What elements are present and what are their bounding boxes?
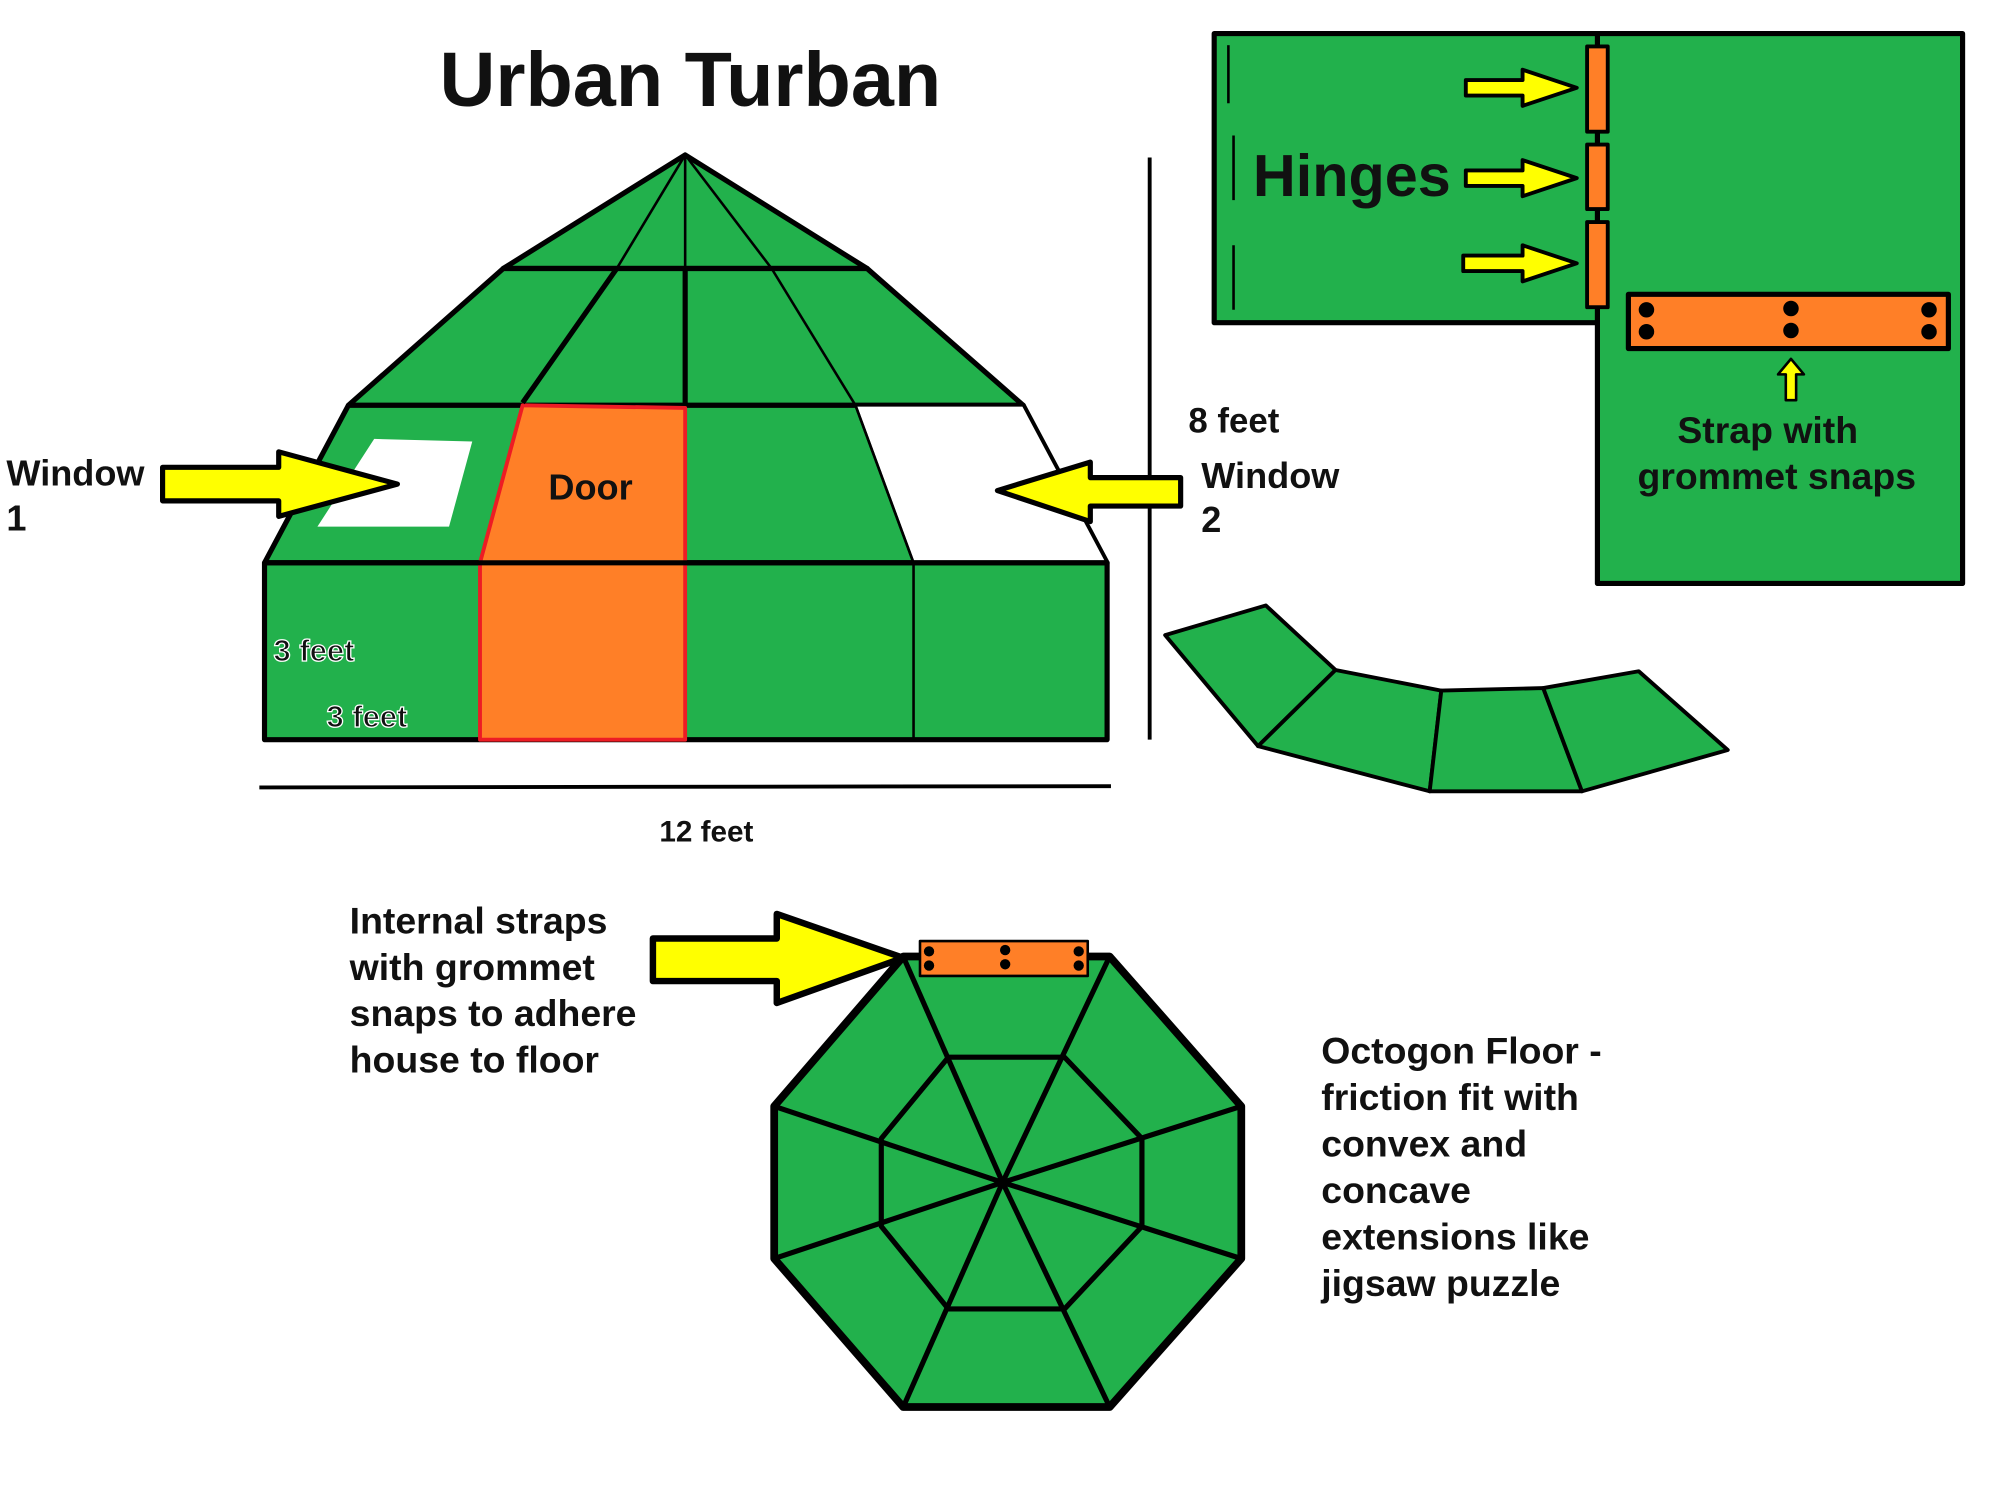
hinge-arrow-icon xyxy=(1461,243,1579,284)
octagon-floor-label: Octogon Floor - friction fit with convex… xyxy=(1320,1030,1601,1304)
internal-strap-arrow-icon xyxy=(649,910,907,1007)
wall-height-label: 3 feet xyxy=(274,633,355,668)
window-2-arrow-icon xyxy=(994,459,1184,525)
width-label: 12 feet xyxy=(659,816,753,849)
svg-text:Octogon Floor -: Octogon Floor - xyxy=(1321,1030,1601,1072)
wall-width-label: 3 feet xyxy=(326,699,407,734)
page-title: Urban Turban xyxy=(439,37,941,123)
strap-up-arrow-icon xyxy=(1776,357,1806,402)
hinge-arrow-icon xyxy=(1463,67,1579,108)
svg-text:Internal straps: Internal straps xyxy=(350,899,608,941)
window-1-number: 1 xyxy=(6,498,26,539)
hinge-panels xyxy=(1211,30,1966,587)
door-label: Door xyxy=(548,467,632,508)
strap-label-line1: Strap with xyxy=(1677,409,1858,451)
hinge xyxy=(1585,220,1610,310)
hinge-arrow-icon xyxy=(1463,158,1579,199)
svg-text:with grommet: with grommet xyxy=(349,946,595,988)
window-1-arrow-icon xyxy=(159,449,400,519)
strap-label-line2: grommet snaps xyxy=(1638,455,1916,497)
svg-text:concave: concave xyxy=(1321,1169,1471,1211)
height-label: 8 feet xyxy=(1188,401,1279,440)
wall-panel-strip xyxy=(1163,603,1730,794)
svg-text:convex and: convex and xyxy=(1321,1123,1527,1165)
svg-text:snaps to adhere: snaps to adhere xyxy=(350,992,637,1034)
octagon-floor xyxy=(770,939,1246,1411)
window-1-label: Window xyxy=(6,452,145,493)
hinge xyxy=(1585,44,1610,134)
window-2-label: Window xyxy=(1201,455,1340,496)
width-dimension-line xyxy=(259,784,1111,790)
window-2-number: 2 xyxy=(1201,499,1221,540)
hinges-label: Hinges xyxy=(1253,142,1451,209)
svg-text:jigsaw puzzle: jigsaw puzzle xyxy=(1320,1262,1560,1304)
door-lower xyxy=(478,560,688,742)
svg-text:house to floor: house to floor xyxy=(350,1039,599,1081)
grommet-snaps xyxy=(1638,300,1937,340)
svg-text:extensions like: extensions like xyxy=(1321,1216,1589,1258)
yurt-side-view xyxy=(261,152,1110,743)
internal-straps-label: Internal straps with grommet snaps to ad… xyxy=(349,899,637,1080)
svg-text:friction fit with: friction fit with xyxy=(1321,1076,1579,1118)
hinge xyxy=(1585,142,1610,212)
